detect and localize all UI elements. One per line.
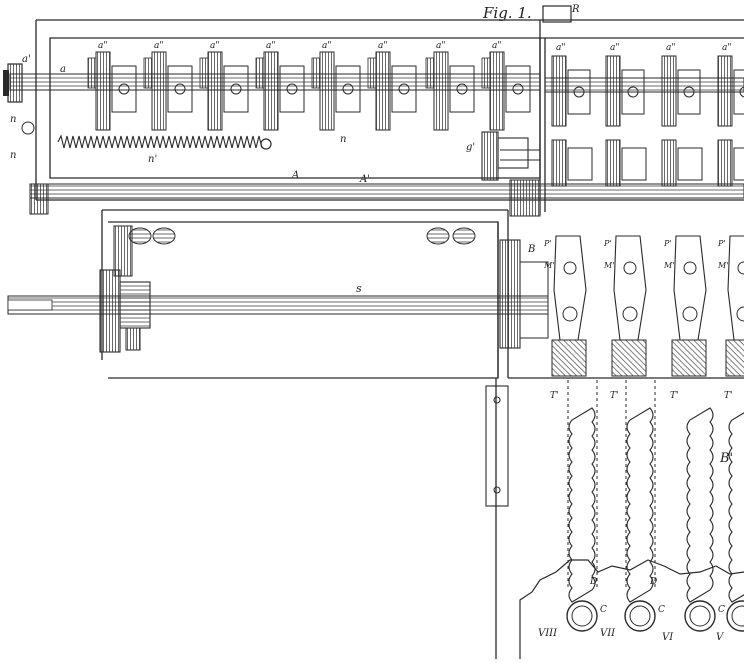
shaft-s-gear-B [499, 239, 549, 349]
lever-label: M' [543, 261, 554, 270]
top-block [542, 5, 572, 23]
right-gear-wheel: a" [717, 43, 744, 187]
side-plate [485, 385, 509, 507]
right-gear-label: a" [722, 43, 732, 53]
key-lever: P' M' T' [717, 235, 744, 401]
numeral-key: C [566, 407, 607, 632]
gear-label: a" [436, 41, 446, 51]
key-cap-label: C [658, 605, 665, 615]
label-B: B [527, 244, 535, 255]
label-a-prime: a' [22, 54, 31, 65]
numeral-key: C [726, 412, 744, 632]
key-lever: P' M' T' [543, 235, 587, 401]
gear-wheel: a" [143, 41, 193, 131]
upper-gear-row: a" a" a" a" a" a" a" a" [87, 41, 531, 131]
label-s: s [356, 282, 362, 295]
label-V: V [716, 632, 725, 643]
right-gear-label: a" [610, 43, 620, 53]
frame-screws [128, 227, 476, 245]
right-gear-wheel: a" [605, 43, 647, 187]
lever-label: P' [663, 239, 672, 248]
lever-label: M' [717, 261, 728, 270]
label-VIII: VIII [538, 628, 558, 639]
right-gear-wheel: a" [661, 43, 703, 187]
label-D-1: D [589, 577, 597, 587]
pivot-circle [21, 121, 35, 135]
gear-label: a" [492, 41, 502, 51]
key-label: T' [550, 391, 558, 401]
label-VI: VI [662, 632, 674, 643]
key-lever: P' M' T' [603, 235, 647, 401]
lever-label: P' [543, 239, 552, 248]
crank-handle [3, 63, 23, 103]
break-line [519, 559, 744, 659]
lever-label: M' [603, 261, 614, 270]
coil-spring [57, 134, 263, 149]
label-a: a [60, 64, 66, 75]
right-gear-wheel: a" [551, 43, 593, 187]
lever-assembly: P' M' T' P' M' T' P' M' T' P' M' T' [543, 235, 744, 401]
right-gear-label: a" [556, 43, 566, 53]
label-n-2: n [340, 134, 346, 145]
upper-frame [35, 19, 744, 215]
gear-wheel: a" [481, 41, 531, 131]
numeral-key: C [684, 407, 725, 632]
gear-label: a" [266, 41, 276, 51]
numeral-key: C [624, 407, 665, 632]
lever-label: P' [603, 239, 612, 248]
label-n-small: n [10, 150, 16, 161]
key-lever: P' M' T' [663, 235, 707, 401]
label-VII: VII [600, 628, 616, 639]
label-B-prime: B' [719, 451, 733, 466]
lever-label: P' [717, 239, 726, 248]
right-upper-assembly: a" a" a" a" [551, 43, 744, 187]
key-label: T' [724, 391, 732, 401]
figure-title: Fig. 1. [482, 4, 532, 22]
label-n: n [10, 114, 16, 125]
shaft-s-gear [99, 269, 151, 353]
screw-head [152, 227, 176, 245]
gear-wheel: a" [255, 41, 305, 131]
key-column-set: CCCC [566, 407, 744, 632]
key-cap-label: C [718, 605, 725, 615]
gear-wheel: a" [87, 41, 137, 131]
key-label: T' [670, 391, 678, 401]
detent-mechanism [481, 131, 540, 181]
label-A: A [291, 170, 299, 181]
label-A-prime: A' [359, 174, 370, 185]
label-g-prime: g' [466, 142, 475, 153]
lever-label: M' [663, 261, 674, 270]
screw-head [452, 227, 476, 245]
gear-label: a" [154, 41, 164, 51]
gear-wheel: a" [199, 41, 249, 131]
label-R: R [571, 4, 580, 15]
screw-head [426, 227, 450, 245]
gear-label: a" [98, 41, 108, 51]
label-n-prime: n' [148, 154, 157, 165]
lower-shaft [29, 179, 744, 217]
key-cap-label: C [600, 605, 607, 615]
gear-wheel: a" [367, 41, 417, 131]
gear-label: a" [378, 41, 388, 51]
key-label: T' [610, 391, 618, 401]
gear-label: a" [322, 41, 332, 51]
gear-label: a" [210, 41, 220, 51]
label-D-2: D [649, 577, 657, 587]
gear-wheel: a" [311, 41, 361, 131]
gear-wheel: a" [425, 41, 475, 131]
shaft-s [7, 295, 549, 315]
spring-anchor [260, 138, 272, 150]
right-gear-label: a" [666, 43, 676, 53]
dashed-guides [567, 380, 656, 590]
upper-left-bracket [113, 225, 133, 277]
